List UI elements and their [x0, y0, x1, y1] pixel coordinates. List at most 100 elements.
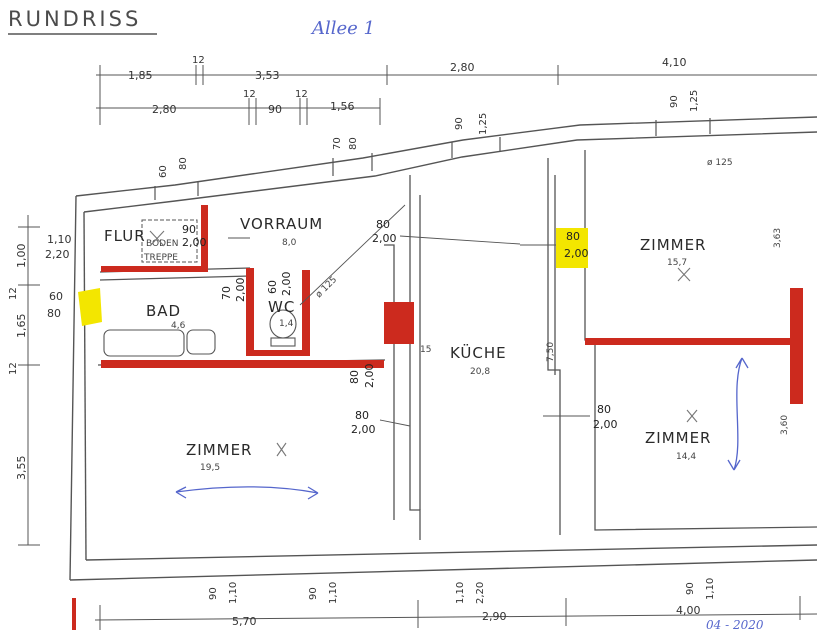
room-name-zimmer-bottom-right: ZIMMER — [645, 429, 711, 447]
door-dim-top: 80 — [376, 218, 390, 231]
room-area-wc: 1,4 — [279, 319, 294, 329]
room-name-wc: WC — [268, 298, 295, 316]
dim-label: 90 — [454, 117, 465, 130]
door-dim-bottom: 2,00 — [363, 364, 376, 389]
dim-label: 1,10 — [455, 582, 466, 604]
dim-label: 60 — [49, 290, 63, 303]
dim-label: 2,20 — [45, 248, 70, 261]
plan-title: RUNDRISS — [8, 7, 141, 31]
dim-label: 1,10 — [328, 582, 339, 604]
room-area-zimmer-top-right: 15,7 — [667, 258, 687, 268]
edge-mark — [72, 598, 76, 630]
door-dim-top: 80 — [566, 230, 580, 243]
dim-label: 90 — [669, 95, 680, 108]
dim-label: 70 — [332, 137, 343, 150]
dim-label: 1,10 — [228, 582, 239, 604]
room-area-bad: 4,6 — [171, 321, 186, 331]
dim-label: 3,55 — [15, 456, 28, 481]
top-dimension-labels: 1,85 12 3,53 2,80 4,10 2,80 12 90 12 1,5… — [128, 55, 687, 116]
dim-label: 12 — [192, 55, 205, 66]
red-wall-segments — [101, 205, 803, 404]
left-dimensions — [18, 215, 40, 546]
dim-label: 3,53 — [255, 69, 280, 82]
dim-label: 1,65 — [15, 314, 28, 339]
dim-label: 80 — [47, 307, 61, 320]
door-dim-bottom: 2,00 — [593, 418, 618, 431]
dim-label: 1,56 — [330, 100, 355, 113]
door-dim-bottom: 2,00 — [351, 423, 376, 436]
door-dimensions: 90 2,00 80 2,00 70 2,00 60 2,00 80 2,00 … — [182, 218, 618, 436]
arrow-horizontal-icon — [175, 486, 319, 500]
room-area-zimmer-bottom-right: 14,4 — [676, 452, 696, 462]
dim-label: 12 — [295, 89, 308, 100]
door-dim-bottom: 2,00 — [182, 236, 207, 249]
arrow-vertical-icon — [727, 357, 749, 471]
room-name-zimmer-top-right: ZIMMER — [640, 236, 706, 254]
top-dimensions — [96, 65, 817, 125]
left-dimension-labels: 1,00 1,65 3,55 12 12 1,10 2,20 60 80 — [8, 233, 72, 480]
room-name-kueche: KÜCHE — [450, 343, 507, 362]
door-dim-bottom: 2,00 — [234, 278, 247, 303]
window-recesses-top — [154, 118, 711, 200]
misc-label: 3,60 — [780, 415, 790, 435]
door-dim-top: 90 — [182, 223, 196, 236]
dim-label: 1,10 — [705, 578, 716, 600]
window-dimensions-bottom: 90 1,10 90 1,10 1,10 2,20 90 1,10 — [208, 578, 716, 604]
dim-label: 2,90 — [482, 610, 507, 623]
room-name-flur: FLUR — [104, 227, 146, 245]
stair-label-treppe: TREPPE — [143, 253, 178, 263]
room-area-zimmer-left: 19,5 — [200, 463, 220, 473]
bottom-dimension-labels: 5,70 2,90 4,00 — [232, 604, 701, 628]
dim-label: 2,80 — [152, 103, 177, 116]
dim-label: 80 — [348, 137, 359, 150]
outer-walls — [69, 116, 817, 581]
misc-label: ø 125 — [707, 158, 733, 168]
dim-label: 4,10 — [662, 56, 687, 69]
window-dimensions-top: 60 80 70 80 90 1,25 90 1,25 — [158, 90, 700, 178]
pencil-crosses — [149, 230, 698, 457]
dim-label: 4,00 — [676, 604, 701, 617]
dim-label: 90 — [208, 587, 219, 600]
dim-label: 2,20 — [475, 582, 486, 604]
bottom-dimensions — [94, 596, 817, 630]
door-dim-top: 80 — [597, 403, 611, 416]
blue-arrows — [175, 357, 749, 500]
door-dim-top: 80 — [355, 409, 369, 422]
dim-label: 12 — [243, 89, 256, 100]
dim-label: 1,25 — [689, 90, 700, 112]
dim-label: 12 — [8, 287, 19, 300]
misc-label: 3,63 — [773, 228, 783, 248]
door-dim-top: 80 — [348, 370, 361, 384]
misc-label: 15 — [420, 345, 431, 355]
door-dim-top: 60 — [266, 280, 279, 294]
stair-box — [141, 219, 198, 263]
door-leaders — [228, 204, 590, 427]
room-area-kueche: 20,8 — [470, 367, 490, 377]
dim-label: 90 — [268, 103, 282, 116]
room-name-vorraum: VORRAUM — [240, 215, 323, 233]
door-dim-bottom: 2,00 — [372, 232, 397, 245]
dim-label: 60 — [158, 165, 169, 178]
dim-label: 80 — [178, 157, 189, 170]
bath-fixtures — [103, 309, 297, 357]
room-name-zimmer-left: ZIMMER — [186, 441, 252, 459]
dim-label: 90 — [308, 587, 319, 600]
door-dim-bottom: 2,00 — [280, 272, 293, 297]
door-dim-top: 70 — [220, 286, 233, 300]
handwritten-note-top: Allee 1 — [310, 18, 375, 39]
dim-label: 2,80 — [450, 61, 475, 74]
handwritten-note-bottom: 04 - 2020 — [706, 618, 764, 630]
dim-label: 5,70 — [232, 615, 257, 628]
dim-label: 1,85 — [128, 69, 153, 82]
room-name-bad: BAD — [146, 302, 181, 320]
dim-label: 90 — [685, 582, 696, 595]
room-area-vorraum: 8,0 — [282, 238, 297, 248]
dim-label: 1,10 — [47, 233, 72, 246]
misc-labels: ø 125 ø 125 15 7,50 3,63 3,60 — [314, 158, 790, 435]
dim-label: 1,25 — [478, 113, 489, 135]
door-dim-bottom: 2,00 — [564, 247, 589, 260]
yellow-highlights — [78, 228, 588, 326]
dim-label: 12 — [8, 362, 19, 375]
dim-label: 1,00 — [15, 244, 28, 269]
